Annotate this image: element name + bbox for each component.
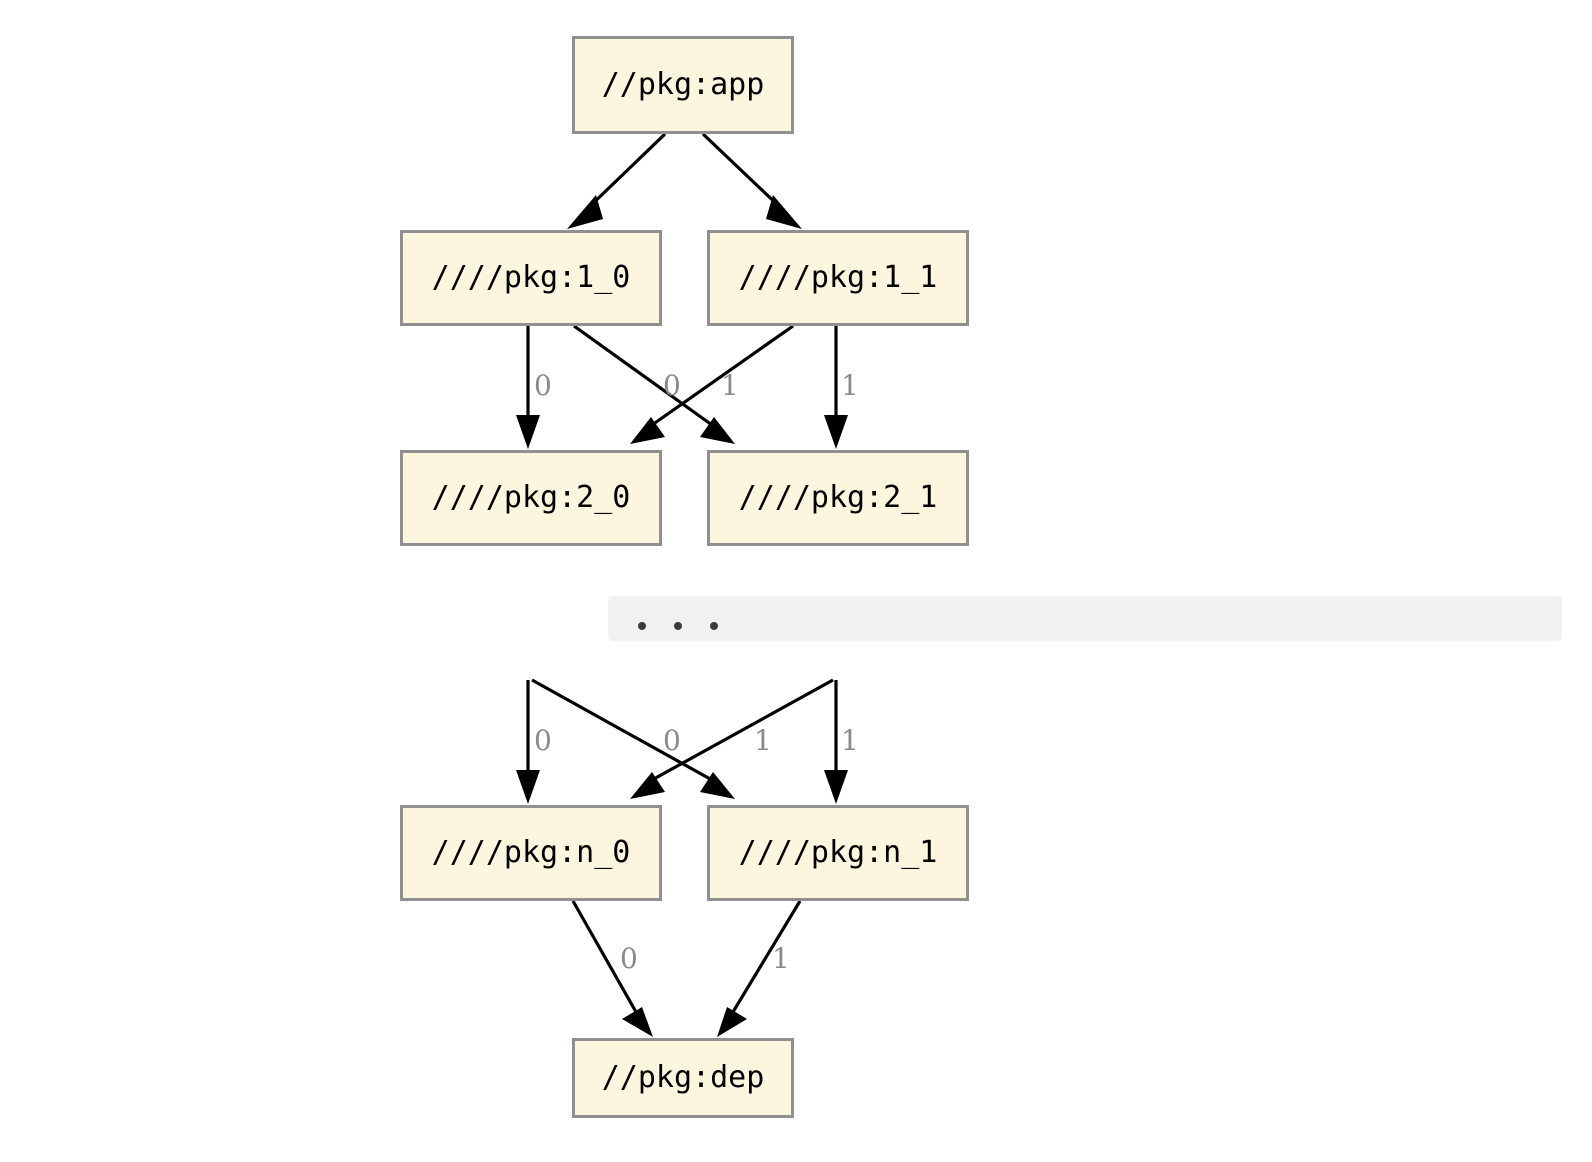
edge-label-cut-to-n_1: 0 xyxy=(663,724,681,757)
edge-app-to-1_0 xyxy=(567,132,667,229)
edge-1_1-to-2_1 xyxy=(824,326,848,449)
node-label: //pkg:dep xyxy=(601,1060,765,1095)
ellipsis-dot xyxy=(638,622,646,630)
edge-label-1_0-to-2_0: 0 xyxy=(534,369,552,402)
edge-label-1_1-to-2_1: 1 xyxy=(841,369,859,402)
edge-1_0-to-2_1 xyxy=(573,324,735,444)
edge-cut2-to-n_0 xyxy=(630,678,834,799)
edge-n_1-to-dep xyxy=(717,900,802,1037)
node-pkg-n-1[interactable]: ////pkg:n_1 xyxy=(707,805,969,901)
ellipsis-dot xyxy=(710,622,718,630)
edge-n_0-to-dep xyxy=(571,900,653,1037)
edge-label-n_1-to-dep: 1 xyxy=(772,942,790,975)
node-pkg-2-0[interactable]: ////pkg:2_0 xyxy=(400,450,662,546)
edge-app-to-1_1 xyxy=(701,132,802,229)
node-pkg-app[interactable]: //pkg:app xyxy=(572,36,794,134)
node-label: //pkg:app xyxy=(601,67,765,102)
node-label: ////pkg:n_1 xyxy=(738,835,938,870)
node-label: ////pkg:2_0 xyxy=(431,480,631,515)
edge-cut2-to-n_1 xyxy=(824,680,848,804)
ellipsis-separator xyxy=(608,596,1562,641)
edge-label-cut-to-n_0: 0 xyxy=(534,724,552,757)
node-label: ////pkg:2_1 xyxy=(738,480,938,515)
edge-label-cut2-to-n_0: 1 xyxy=(754,724,772,757)
node-pkg-1-0[interactable]: ////pkg:1_0 xyxy=(400,230,662,326)
edge-label-1_1-to-2_0: 1 xyxy=(721,369,739,402)
node-pkg-n-0[interactable]: ////pkg:n_0 xyxy=(400,805,662,901)
ellipsis-dot xyxy=(674,622,682,630)
edge-label-cut2-to-n_1: 1 xyxy=(841,724,859,757)
node-pkg-1-1[interactable]: ////pkg:1_1 xyxy=(707,230,969,326)
edge-1_1-to-2_0 xyxy=(630,324,794,444)
edge-cut-to-n_1 xyxy=(531,678,735,799)
node-label: ////pkg:n_0 xyxy=(431,835,631,870)
node-label: ////pkg:1_1 xyxy=(738,260,938,295)
edge-1_0-to-2_0 xyxy=(516,326,540,449)
node-label: ////pkg:1_0 xyxy=(431,260,631,295)
edge-label-n_0-to-dep: 0 xyxy=(620,942,638,975)
node-pkg-2-1[interactable]: ////pkg:2_1 xyxy=(707,450,969,546)
edge-cut-to-n_0 xyxy=(516,680,540,804)
node-pkg-dep[interactable]: //pkg:dep xyxy=(572,1038,794,1118)
edge-label-1_0-to-2_1: 0 xyxy=(663,369,681,402)
